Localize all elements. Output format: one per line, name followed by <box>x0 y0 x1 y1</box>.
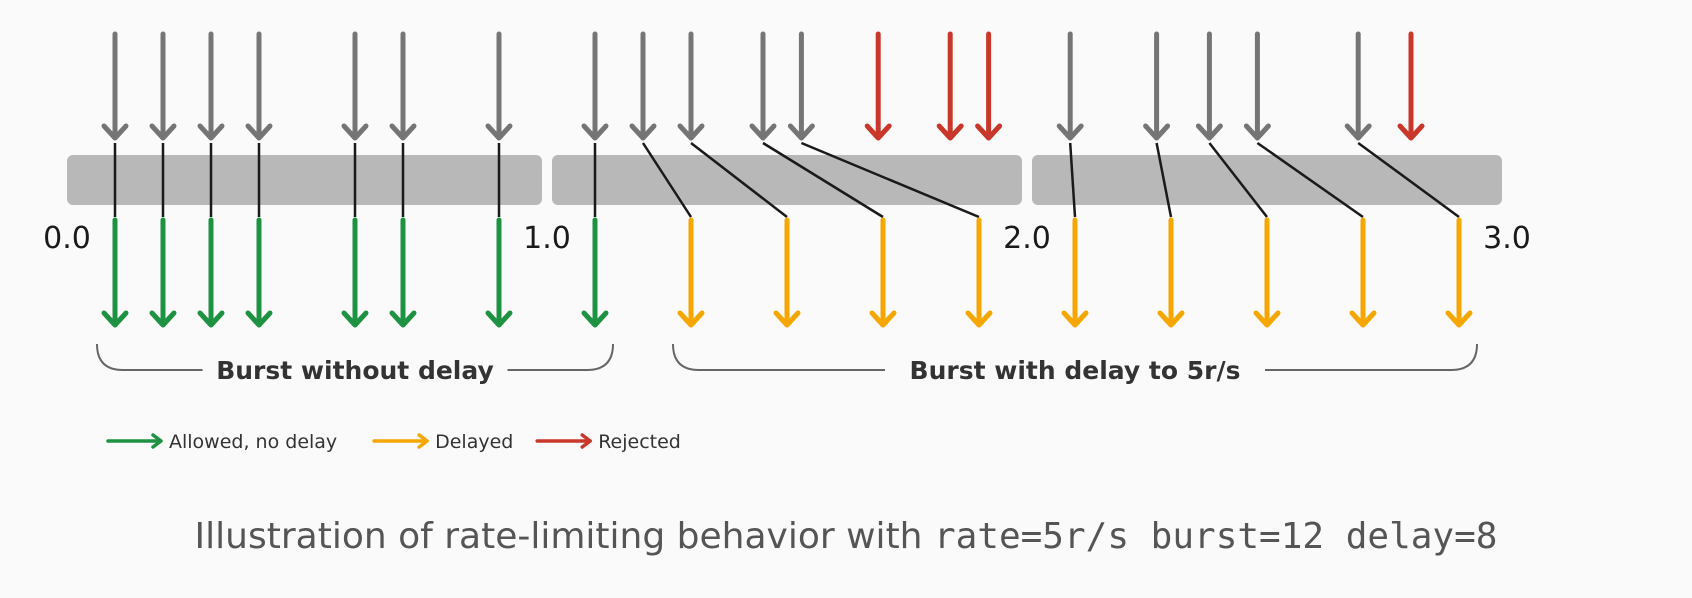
request-connector <box>1256 141 1364 219</box>
rejected-request-arrow <box>975 31 1003 141</box>
request-connector <box>800 141 980 219</box>
incoming-request-arrow <box>389 31 417 141</box>
legend-item-delayed: Delayed <box>372 431 513 453</box>
tick-label: 3.0 <box>1483 221 1531 256</box>
delayed-request-arrow <box>1061 217 1089 328</box>
incoming-request-arrow <box>1143 31 1171 141</box>
tick-label: 2.0 <box>1003 221 1051 256</box>
axis-tick-labels: 0.0 1.0 2.0 3.0 <box>43 221 1531 256</box>
legend-item-rejected: Rejected <box>535 431 681 453</box>
incoming-request-arrow <box>197 31 225 141</box>
rejected-request-arrow <box>936 31 964 141</box>
legend-label: Rejected <box>598 431 681 453</box>
caption-prefix: Illustration of rate-limiting behavior w… <box>195 516 934 557</box>
rejected-request-arrow <box>864 31 892 141</box>
delayed-request-arrow <box>965 217 993 328</box>
timeline-segment <box>1032 155 1502 205</box>
incoming-requests <box>101 31 1425 141</box>
burst-brace-label: Burst without delay <box>216 356 494 385</box>
incoming-request-arrow <box>677 31 705 141</box>
timeline-segment <box>552 155 1022 205</box>
delayed-request-arrow <box>773 217 801 328</box>
delayed-request-arrow <box>677 217 705 328</box>
request-connector <box>1068 142 1077 218</box>
legend-item-allowed: Allowed, no delay <box>106 431 337 453</box>
delayed-request-arrow <box>1253 217 1281 328</box>
request-connector <box>762 141 884 219</box>
burst-brace-label: Burst with delay to 5r/s <box>910 356 1241 385</box>
allowed-request-arrow <box>245 217 273 328</box>
allowed-request-arrow <box>197 217 225 328</box>
incoming-request-arrow <box>149 31 177 141</box>
burst-brace: Burst without delay <box>96 343 614 385</box>
incoming-request-arrow <box>341 31 369 141</box>
burst-braces: Burst without delay Burst with delay to 5… <box>96 343 1478 385</box>
incoming-request-arrow <box>787 31 815 141</box>
allowed-request-arrow <box>101 217 129 328</box>
request-connector <box>1357 141 1460 219</box>
incoming-request-arrow <box>1243 31 1271 141</box>
allowed-request-arrow <box>485 217 513 328</box>
incoming-request-arrow <box>245 31 273 141</box>
incoming-request-arrow <box>1195 31 1223 141</box>
delayed-request-arrow <box>1445 217 1473 328</box>
incoming-request-arrow <box>1056 31 1084 141</box>
delayed-request-arrow <box>869 217 897 328</box>
allowed-request-arrow <box>581 217 609 328</box>
incoming-request-arrow <box>581 31 609 141</box>
request-connector <box>1208 142 1268 218</box>
timeline-bars <box>67 155 1502 205</box>
request-connector <box>690 142 788 218</box>
request-connectors <box>113 141 1460 219</box>
request-connector <box>641 142 693 218</box>
legend-label: Allowed, no delay <box>169 431 337 453</box>
legend: Allowed, no delay Delayed Rejected <box>106 431 681 453</box>
incoming-request-arrow <box>485 31 513 141</box>
delayed-request-arrow <box>1157 217 1185 328</box>
allowed-request-arrow <box>389 217 417 328</box>
delayed-request-arrow <box>1349 217 1377 328</box>
request-connector <box>1155 142 1173 218</box>
incoming-request-arrow <box>101 31 129 141</box>
incoming-request-arrow <box>1344 31 1372 141</box>
served-requests <box>101 217 1473 328</box>
legend-label: Delayed <box>435 431 513 453</box>
rejected-request-arrow <box>1397 31 1425 141</box>
tick-label: 1.0 <box>523 221 571 256</box>
incoming-request-arrow <box>749 31 777 141</box>
caption-code: rate=5r/s burst=12 delay=8 <box>934 516 1498 557</box>
tick-label: 0.0 <box>43 221 91 256</box>
timeline-segment <box>67 155 542 205</box>
caption: Illustration of rate-limiting behavior w… <box>195 516 1498 557</box>
burst-brace: Burst with delay to 5r/s <box>672 343 1478 385</box>
allowed-request-arrow <box>149 217 177 328</box>
allowed-request-arrow <box>341 217 369 328</box>
incoming-request-arrow <box>629 31 657 141</box>
